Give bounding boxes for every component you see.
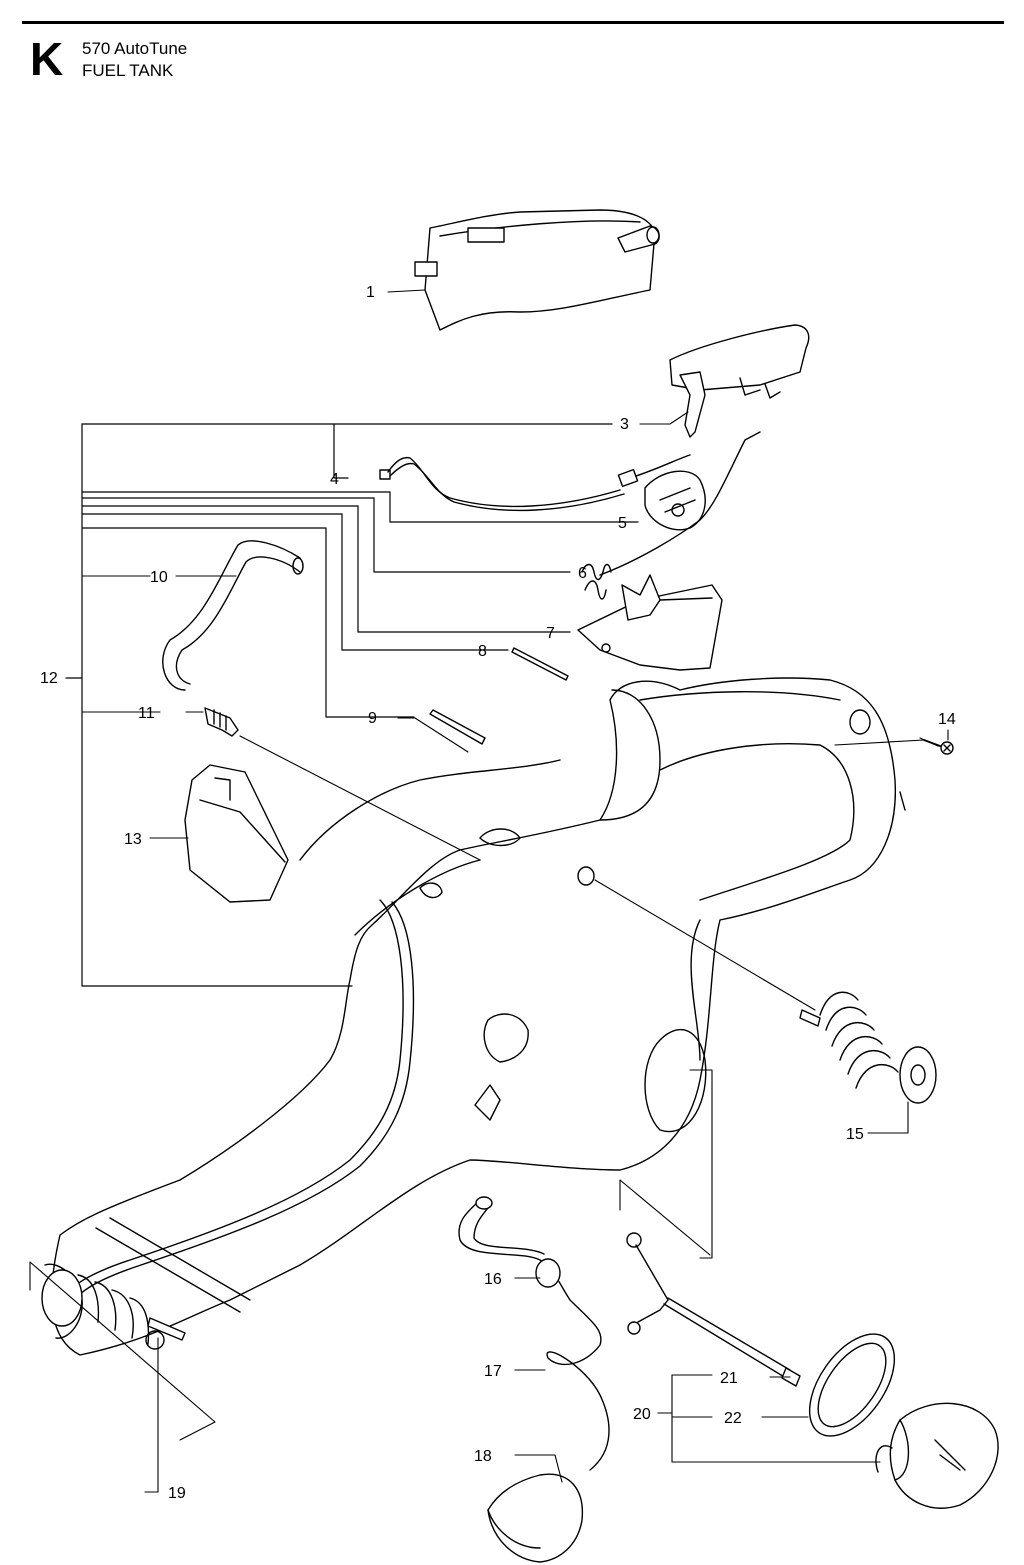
part-fuel-cap	[875, 1402, 999, 1509]
callout-13: 13	[124, 831, 142, 848]
callout-5: 5	[618, 515, 627, 532]
callout-18: 18	[474, 1448, 492, 1465]
part-seal-ring	[808, 1333, 896, 1437]
callout-14: 14	[938, 711, 956, 728]
page-title: FUEL TANK	[82, 61, 174, 80]
assembly-bracket	[65, 423, 639, 987]
callout-6: 6	[578, 565, 587, 582]
part-tank-vent-rod	[626, 1232, 801, 1387]
part-pin-8	[511, 647, 569, 681]
callout-9: 9	[368, 710, 377, 727]
callout-20: 20	[633, 1406, 651, 1423]
model-name: 570 AutoTune	[82, 39, 188, 58]
section-letter: K	[30, 33, 64, 85]
part-handle-cover	[414, 209, 660, 331]
callout-3: 3	[620, 416, 629, 433]
part-spring-rod	[581, 431, 761, 600]
part-fuel-hose	[162, 540, 304, 691]
callout-21: 21	[720, 1370, 738, 1387]
callout-16: 16	[484, 1271, 502, 1288]
leader-lines	[29, 289, 949, 1493]
callout-7: 7	[546, 625, 555, 642]
part-fuel-line	[458, 1196, 610, 1563]
part-throttle-trigger	[669, 324, 810, 438]
part-wire	[379, 454, 691, 512]
callout-1: 1	[366, 284, 375, 301]
part-nipple	[204, 707, 239, 737]
part-av-spring	[799, 991, 937, 1104]
callout-22: 22	[724, 1410, 742, 1427]
part-switch	[644, 470, 706, 531]
part-pin-9	[429, 709, 486, 745]
part-guard	[184, 764, 289, 903]
callout-8: 8	[478, 643, 487, 660]
callout-19: 19	[168, 1485, 186, 1502]
callout-15: 15	[846, 1126, 864, 1143]
header-rule	[22, 21, 1004, 24]
callout-11: 11	[138, 705, 155, 722]
callout-17: 17	[484, 1363, 502, 1380]
callout-labels: 1 3 4 5 6 7 8 9 10 11 12 13 14 15 16 17 …	[40, 284, 956, 1502]
callout-10: 10	[150, 569, 168, 586]
part-fuel-tank-body	[44, 677, 906, 1356]
part-av-spring-left	[41, 1269, 186, 1345]
callout-12: 12	[40, 670, 58, 687]
callout-4: 4	[330, 471, 339, 488]
part-throttle-lock	[577, 574, 723, 671]
